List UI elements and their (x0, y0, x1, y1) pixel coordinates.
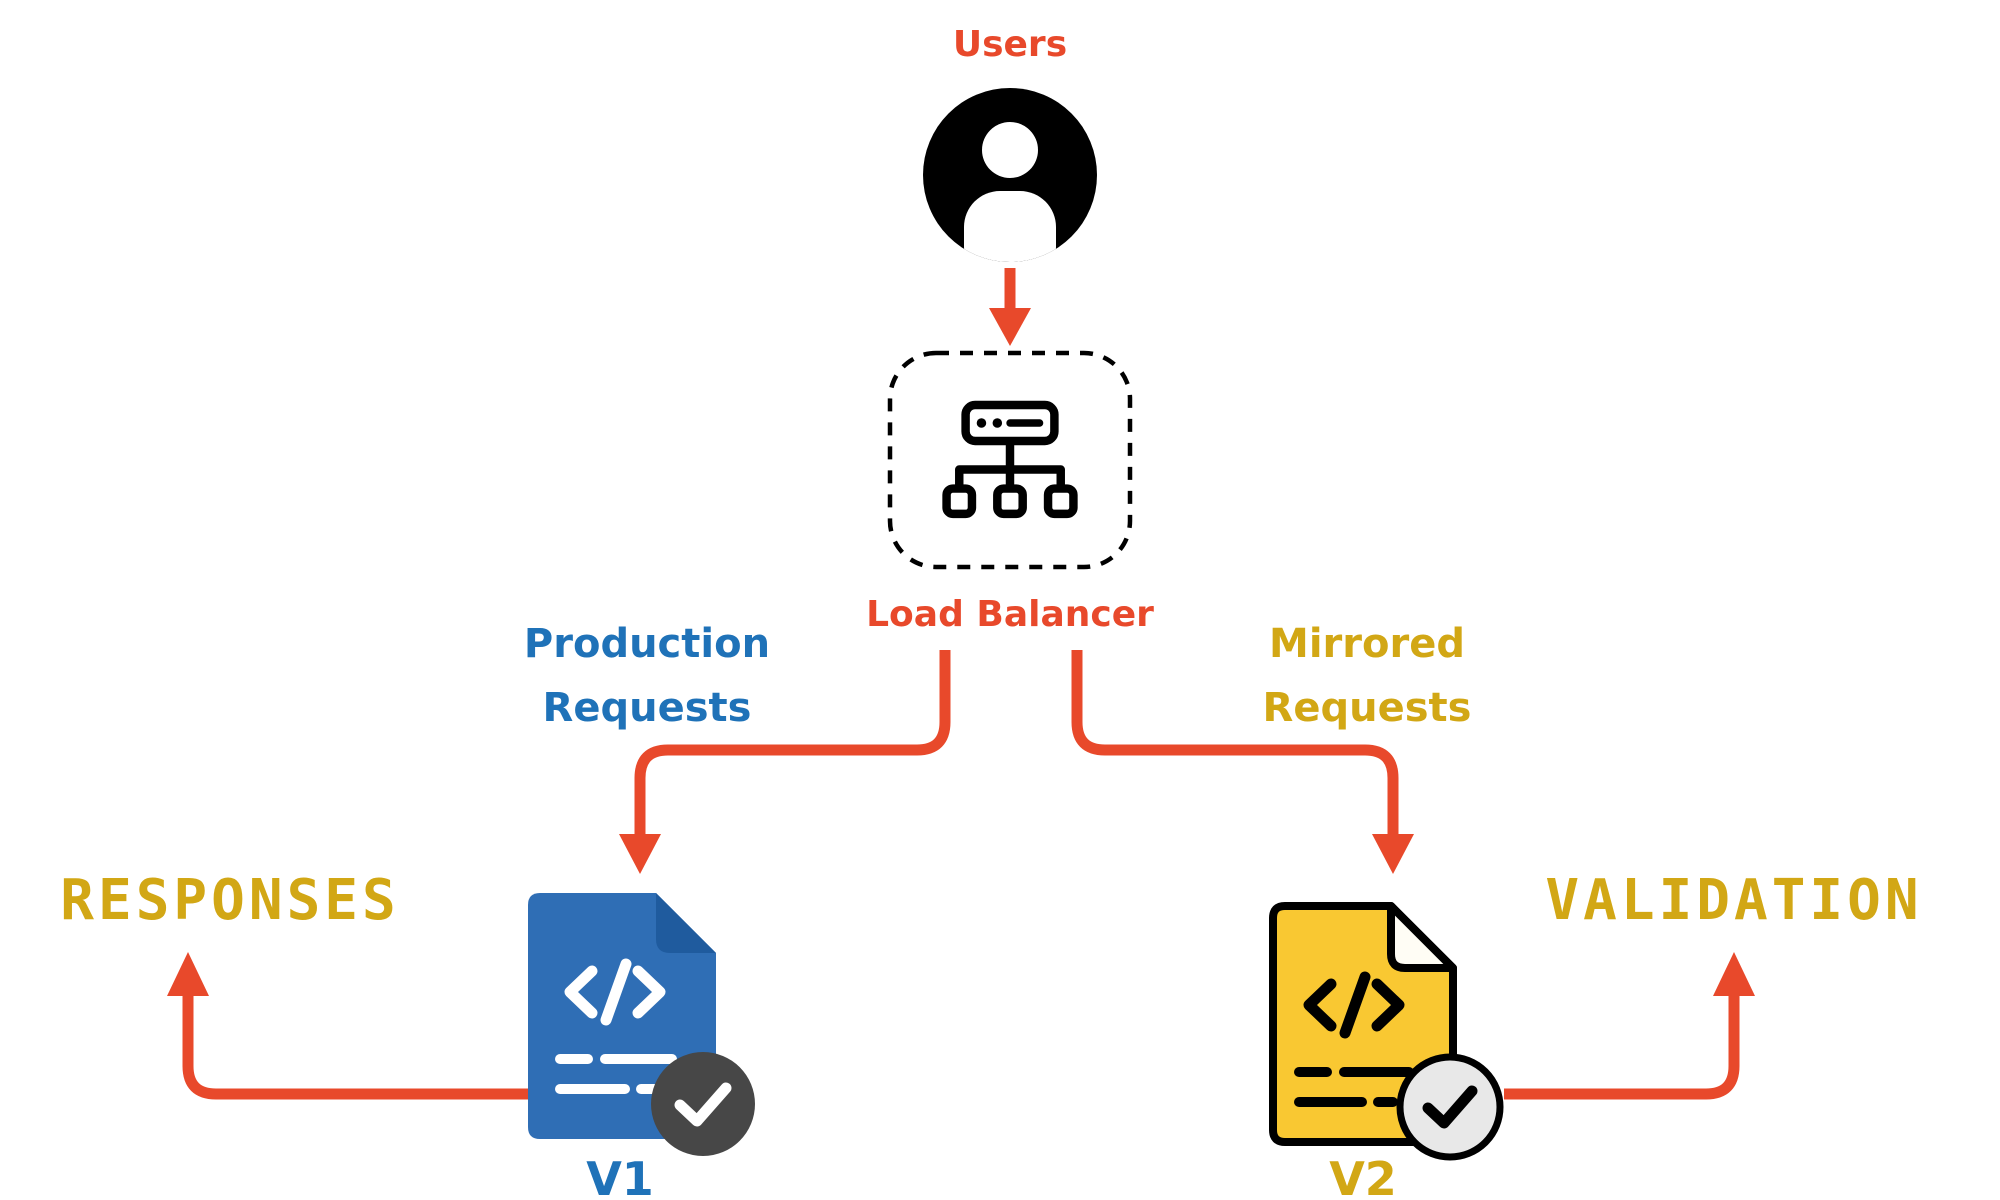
code-icon (564, 958, 666, 1026)
load-balancer-icon (942, 400, 1078, 519)
check-icon (1396, 1053, 1504, 1161)
v1-label: V1 (586, 1152, 654, 1200)
v2-label: V2 (1329, 1152, 1397, 1200)
user-icon (923, 88, 1097, 262)
mirrored-requests-line2: Requests (1262, 685, 1472, 731)
arrow-v2-to-validation (1504, 952, 1755, 1100)
validation-label: VALIDATION (1545, 868, 1923, 933)
load-balancer-node (887, 350, 1133, 570)
arrow-users-to-load-balancer (989, 268, 1031, 346)
check-icon (651, 1052, 755, 1156)
document-text-lines (1294, 1067, 1414, 1107)
mirrored-requests-line1: Mirrored (1269, 621, 1465, 667)
production-requests-label: Production Requests (480, 612, 814, 740)
code-icon (1303, 971, 1405, 1039)
load-balancer-label: Load Balancer (866, 594, 1154, 635)
production-requests-line2: Requests (542, 685, 752, 731)
dashed-border (887, 350, 1133, 570)
v2-document-icon (1269, 902, 1504, 1161)
arrow-load-balancer-to-v2 (1071, 650, 1414, 874)
production-requests-line1: Production (523, 621, 771, 667)
arrow-v1-to-responses (167, 952, 531, 1100)
responses-label: RESPONSES (60, 868, 400, 933)
arrow-load-balancer-to-v1 (619, 650, 951, 874)
users-label: Users (952, 24, 1068, 65)
mirrored-requests-label: Mirrored Requests (1200, 612, 1534, 740)
v1-document-icon (528, 893, 755, 1156)
